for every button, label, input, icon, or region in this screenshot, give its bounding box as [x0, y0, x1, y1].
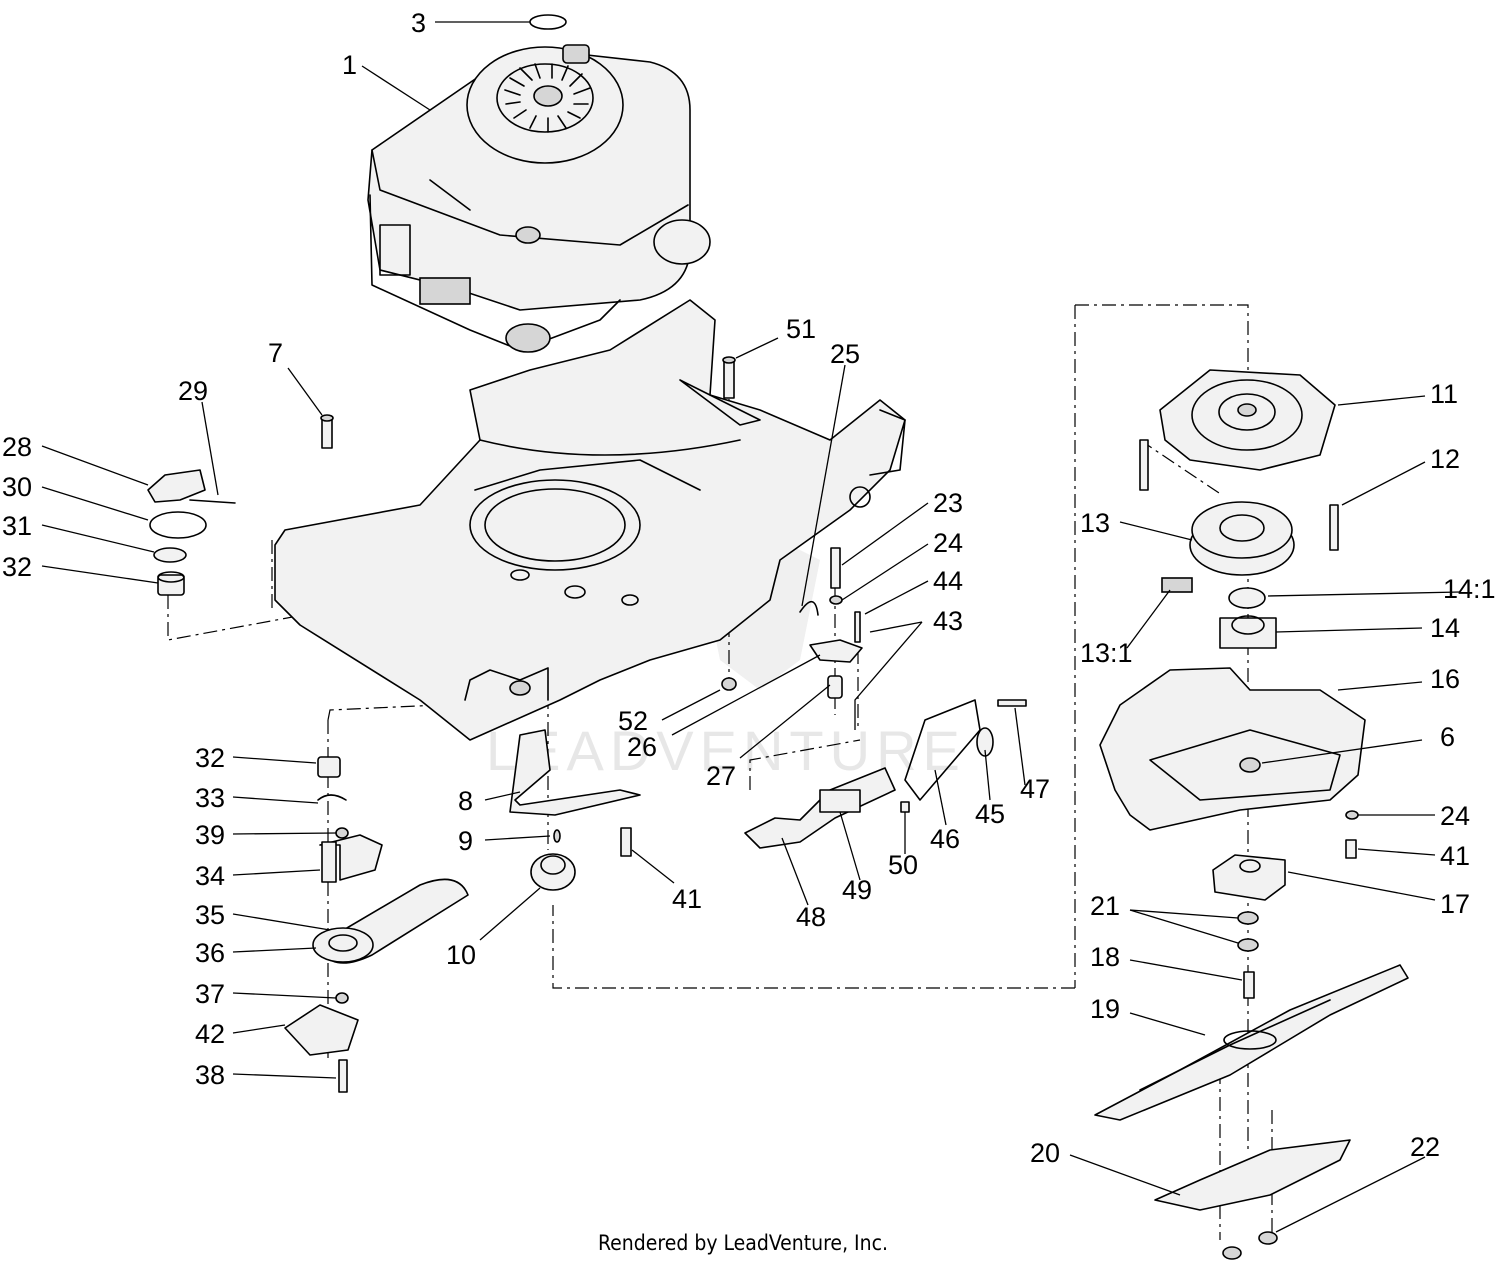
callout-28: 28	[2, 432, 32, 462]
callout-8: 8	[458, 786, 473, 816]
callout-6: 6	[1440, 722, 1455, 752]
callout-47: 47	[1020, 774, 1050, 804]
callout-7: 7	[268, 338, 283, 368]
callout-44: 44	[933, 566, 963, 596]
callout-1: 1	[342, 50, 357, 80]
callout-13-1: 13:1	[1080, 638, 1133, 668]
callout-41-right: 41	[1440, 841, 1470, 871]
callout-14-1: 14:1	[1443, 574, 1496, 604]
blade-housing-cup	[1099, 667, 1366, 831]
deck-bolts	[320, 356, 737, 691]
callout-20: 20	[1030, 1138, 1060, 1168]
idler-arm-assembly	[284, 756, 469, 1093]
callout-33: 33	[195, 783, 225, 813]
callout-12: 12	[1430, 444, 1460, 474]
height-adjust-assembly	[147, 469, 236, 596]
callout-25: 25	[830, 339, 860, 369]
callout-39: 39	[195, 820, 225, 850]
callout-14: 14	[1430, 613, 1460, 643]
callout-10: 10	[446, 940, 476, 970]
callout-37: 37	[195, 979, 225, 1009]
callout-43: 43	[933, 606, 963, 636]
callout-24: 24	[933, 528, 963, 558]
footer-credit: Rendered by LeadVenture, Inc.	[598, 1231, 888, 1255]
callout-32-lower: 32	[195, 743, 225, 773]
callout-30: 30	[2, 472, 32, 502]
engine-fins	[504, 63, 591, 133]
callout-16: 16	[1430, 664, 1460, 694]
belt-guide-and-pulley	[509, 729, 641, 891]
mower-blade	[1094, 964, 1409, 1121]
plate-bolts	[1139, 439, 1359, 859]
brake-linkage	[744, 547, 1027, 849]
callout-48: 48	[796, 902, 826, 932]
callout-26: 26	[627, 732, 657, 762]
leader-lines	[41, 14, 1461, 1233]
callout-29: 29	[178, 376, 208, 406]
callout-38: 38	[195, 1060, 225, 1090]
callout-45: 45	[975, 799, 1005, 829]
callout-17: 17	[1440, 889, 1470, 919]
callout-41: 41	[672, 884, 702, 914]
callout-11: 11	[1430, 379, 1458, 409]
callout-46: 46	[930, 824, 960, 854]
callout-36: 36	[195, 938, 225, 968]
bearing-housing	[1219, 587, 1277, 649]
callout-18: 18	[1090, 942, 1120, 972]
mower-deck	[274, 299, 906, 741]
callout-23: 23	[933, 488, 963, 518]
callout-42: 42	[195, 1019, 225, 1049]
callout-labels: 3 1 7 29 28 30 31 32 51 25 23 24 44 43 5…	[2, 8, 1496, 1168]
engine	[367, 44, 711, 353]
callout-32: 32	[2, 552, 32, 582]
callout-35: 35	[195, 900, 225, 930]
callout-9: 9	[458, 826, 473, 856]
callout-27: 27	[706, 761, 736, 791]
pulley	[1161, 501, 1295, 593]
mulching-blade	[1154, 1139, 1351, 1260]
callout-31: 31	[2, 511, 32, 541]
callout-13: 13	[1080, 508, 1110, 538]
callout-51: 51	[786, 314, 816, 344]
spindle-block	[1212, 854, 1286, 999]
callout-50: 50	[888, 850, 918, 880]
callout-52: 52	[618, 706, 648, 736]
callout-19: 19	[1090, 994, 1120, 1024]
callout-49: 49	[842, 875, 872, 905]
callout-3: 3	[411, 8, 426, 38]
callout-22: 22	[1410, 1132, 1440, 1162]
callout-21: 21	[1090, 891, 1120, 921]
callout-34: 34	[195, 861, 225, 891]
callout-24-right: 24	[1440, 801, 1470, 831]
blade-adapter-plate	[1159, 369, 1336, 471]
